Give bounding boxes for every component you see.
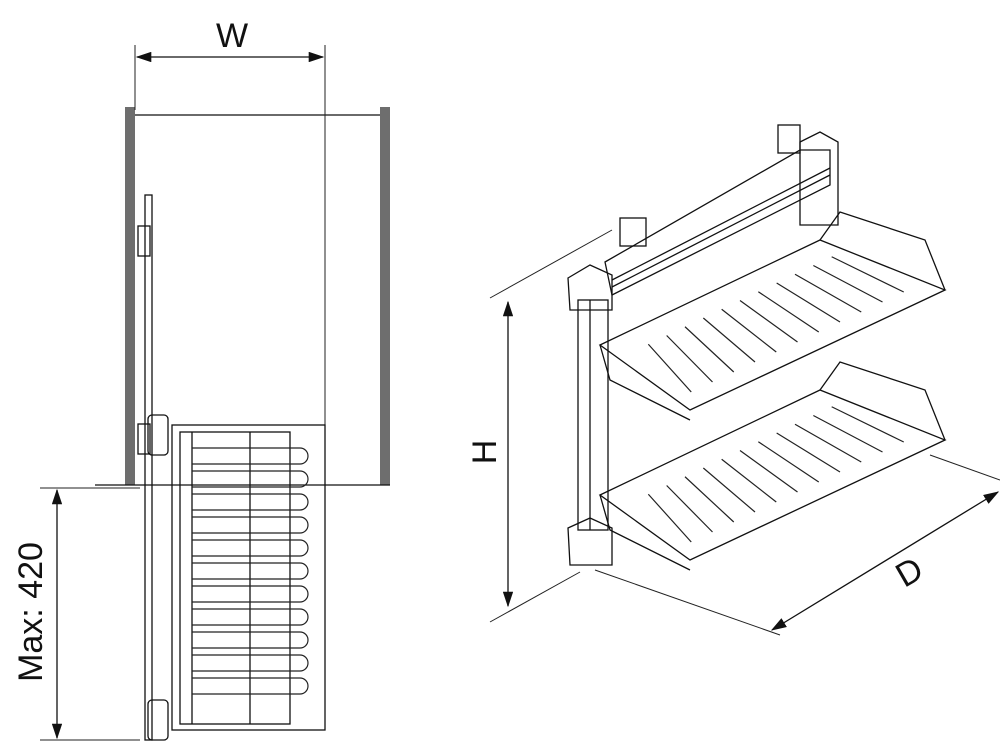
post-cap-top xyxy=(567,264,613,311)
rear-post xyxy=(799,131,839,226)
cabinet-right-wall xyxy=(380,107,390,485)
basket-wire xyxy=(192,493,309,511)
door-panel xyxy=(144,194,153,741)
top-rail xyxy=(604,149,831,296)
basket-wire xyxy=(192,677,309,695)
front-post xyxy=(577,299,609,531)
depth-label: D xyxy=(889,550,929,595)
basket-wire xyxy=(192,585,309,603)
perspective-view: H D xyxy=(466,124,1000,636)
post-cap-bottom xyxy=(567,517,613,566)
shelf xyxy=(598,361,947,571)
basket-top-view xyxy=(171,424,326,731)
hinge xyxy=(137,225,151,257)
basket-wire xyxy=(192,654,309,672)
width-label: W xyxy=(216,17,248,55)
cabinet-left-wall xyxy=(125,107,135,485)
max-extension-label: Max: 420 xyxy=(12,542,50,682)
shelf xyxy=(598,211,947,421)
basket-wire xyxy=(192,447,309,465)
basket-wire xyxy=(192,608,309,626)
basket-wire xyxy=(192,470,309,488)
top-view: W Max: 420 xyxy=(12,17,390,741)
hinge xyxy=(137,423,151,455)
wire-shelves xyxy=(598,211,947,571)
basket-wire xyxy=(192,562,309,580)
height-label: H xyxy=(466,440,504,465)
basket-wire xyxy=(192,539,309,557)
depth-dimension-arrow xyxy=(770,491,1000,631)
basket-wire xyxy=(192,516,309,534)
basket-wire xyxy=(192,631,309,649)
